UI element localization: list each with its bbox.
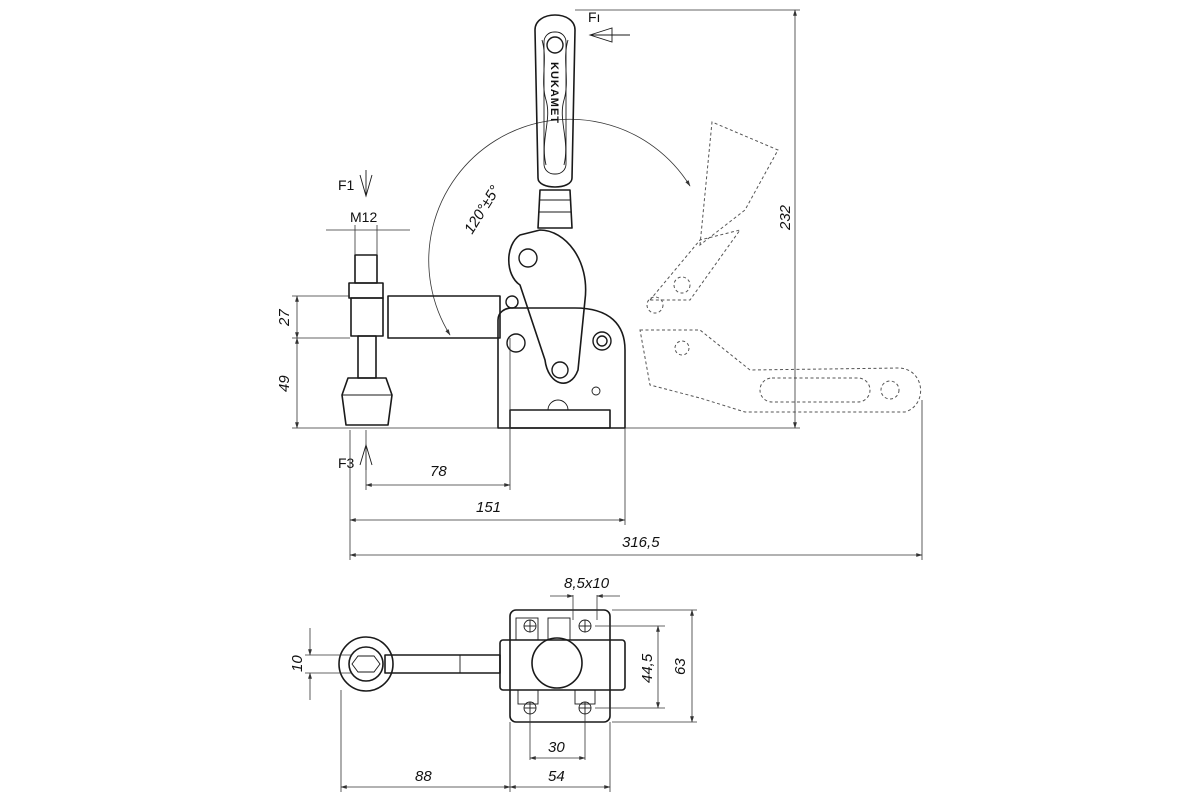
thread-size-label: M12: [350, 209, 377, 225]
slot-size-label: 8,5x10: [564, 575, 610, 592]
spindle-rod: [341, 254, 393, 426]
dim-88-label: 88: [415, 768, 432, 785]
force-fi-label: Fı: [588, 9, 600, 25]
dim-78-label: 78: [430, 463, 447, 480]
dim-44-label: 44,5: [639, 653, 656, 683]
main-handle: KUKAMET: [534, 14, 576, 229]
linkage-arm: [505, 229, 587, 384]
force-f1-label: F1: [338, 177, 355, 193]
open-position-handle-outline: [639, 121, 921, 413]
handle-brand-label: KUKAMET: [548, 62, 560, 124]
dim-10-label: 10: [289, 655, 306, 672]
force-f3-label: F3: [338, 455, 355, 471]
mounting-plate: [509, 609, 611, 723]
dim-49-label: 49: [276, 375, 293, 392]
dim-316-label: 316,5: [622, 534, 660, 551]
dim-151-label: 151: [476, 499, 501, 516]
force-indicators: F1 F3 Fı: [338, 9, 630, 471]
swing-angle-label: 120°±5°: [461, 183, 504, 237]
clamping-arm: [387, 295, 501, 339]
side-view: KUKAMET: [276, 9, 923, 560]
swing-angle-arc: [428, 118, 691, 336]
dim-232-label: 232: [777, 204, 794, 231]
top-view: 10 8,5x10 44,5 63 30 88 54: [289, 575, 697, 792]
dim-30-label: 30: [548, 739, 565, 756]
handle-knob-top: [531, 637, 583, 689]
dim-63-label: 63: [672, 658, 689, 675]
dim-27-label: 27: [276, 309, 293, 327]
dim-54-label: 54: [548, 768, 565, 785]
